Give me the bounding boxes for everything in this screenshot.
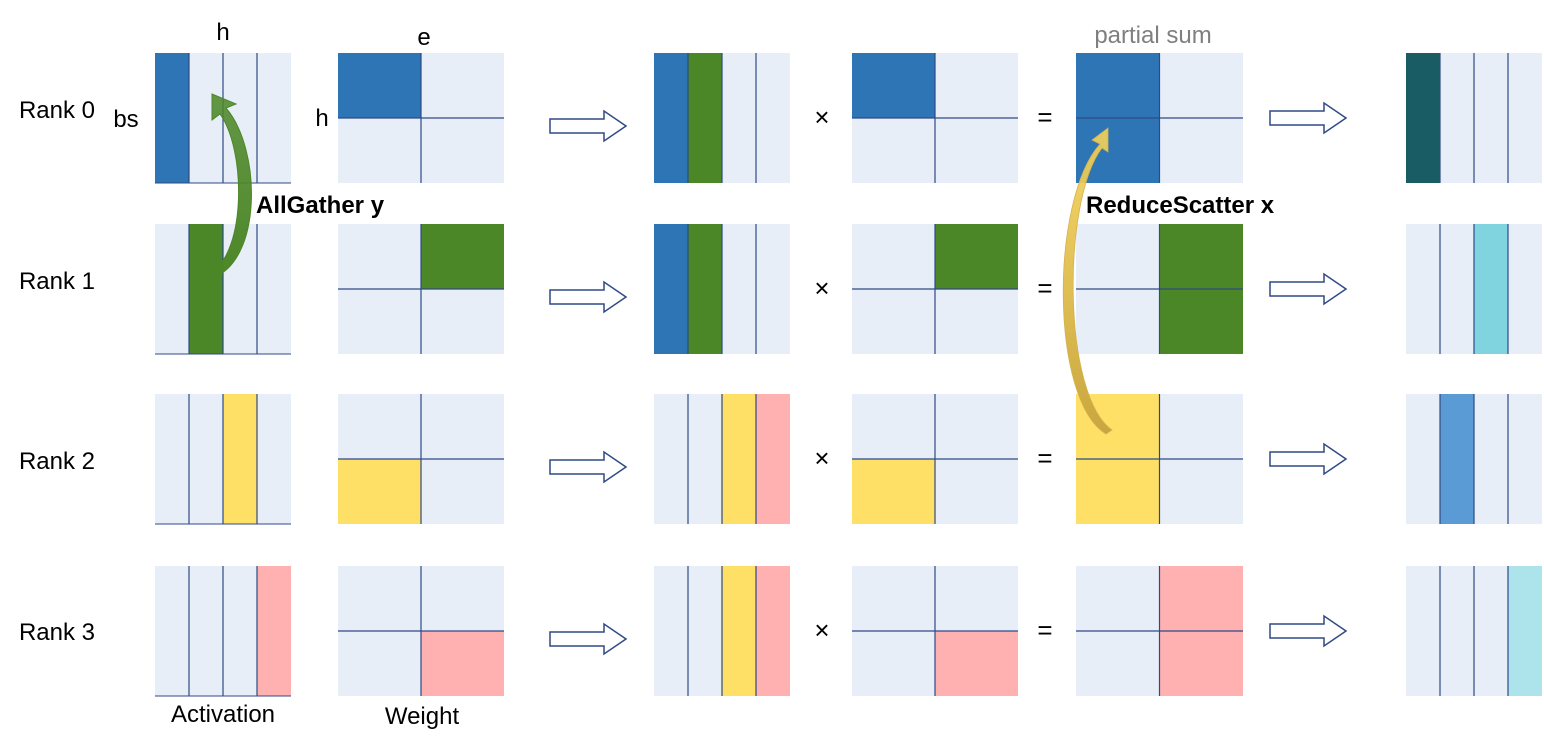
activation-matrix-strip-3 [257, 566, 291, 696]
rank-row-0: Rank 0 × = [19, 53, 1542, 184]
label-e-top: e [417, 24, 430, 51]
block-arrow-2 [1269, 101, 1348, 135]
output-matrix-strip-2 [1474, 224, 1508, 354]
weight-product-matrix-quad-3 [935, 631, 1018, 696]
output-matrix-strip-0 [1406, 53, 1440, 183]
equals-sign: = [1037, 102, 1052, 132]
block-arrow-1 [549, 280, 628, 314]
output-matrix-strip-3 [1508, 566, 1542, 696]
gathered-activation-strip-2 [722, 394, 756, 524]
allgather-arrow [211, 93, 252, 279]
partial-sum-matrix-quad-1 [1159, 566, 1243, 631]
ranks-layer: Rank 0 × = Rank 1 × = Rank 2 × = Rank 3 × = [19, 53, 1542, 697]
rank-row-3: Rank 3 × = [19, 566, 1542, 697]
equals-sign: = [1037, 443, 1052, 473]
weight-matrix-quad-0 [338, 53, 421, 118]
rank-label: Rank 2 [19, 448, 95, 475]
label-h-left: h [315, 105, 328, 132]
partial-sum-matrix-quad-3 [1159, 289, 1243, 354]
gathered-activation-strip-0 [654, 53, 688, 183]
weight-matrix-quad-3 [421, 631, 504, 696]
times-sign: × [814, 102, 829, 132]
gathered-activation-strip-3 [756, 394, 790, 524]
rank-label: Rank 0 [19, 97, 95, 124]
label-bs: bs [113, 106, 138, 133]
weight-matrix-quad-2 [338, 459, 421, 524]
gathered-activation-strip-1 [688, 224, 722, 354]
label-h-top: h [216, 19, 229, 46]
gathered-activation-strip-3 [756, 566, 790, 696]
rank-row-2: Rank 2 × = [19, 394, 1542, 525]
activation-matrix-strip-1 [189, 224, 223, 354]
weight-product-matrix-quad-0 [852, 53, 935, 118]
times-sign: × [814, 443, 829, 473]
partial-sum-matrix-quad-1 [1159, 224, 1243, 289]
rank-row-1: Rank 1 × = [19, 224, 1542, 355]
equals-sign: = [1037, 273, 1052, 303]
reducescatter-arrow [1062, 127, 1113, 435]
label-activation: Activation [171, 701, 275, 728]
times-sign: × [814, 615, 829, 645]
weight-product-matrix-quad-2 [852, 459, 935, 524]
activation-matrix-strip-2 [223, 394, 257, 524]
output-matrix-strip-1 [1440, 394, 1474, 524]
equals-sign: = [1037, 615, 1052, 645]
block-arrow-1 [549, 450, 628, 484]
block-arrow-1 [549, 622, 628, 656]
label-reducescatter: ReduceScatter x [1086, 192, 1275, 219]
partial-sum-matrix-quad-0 [1076, 53, 1160, 118]
partial-sum-matrix-quad-2 [1076, 459, 1160, 524]
rank-label: Rank 1 [19, 268, 95, 295]
block-arrow-2 [1269, 272, 1348, 306]
communication-arrows [211, 93, 1113, 435]
block-arrow-1 [549, 109, 628, 143]
label-partial-sum: partial sum [1094, 22, 1211, 49]
block-arrow-2 [1269, 614, 1348, 648]
block-arrow-2 [1269, 442, 1348, 476]
gathered-activation-strip-0 [654, 224, 688, 354]
times-sign: × [814, 273, 829, 303]
gathered-activation-strip-1 [688, 53, 722, 183]
gathered-activation-strip-2 [722, 566, 756, 696]
label-weight: Weight [385, 703, 460, 730]
rank-label: Rank 3 [19, 619, 95, 646]
partial-sum-matrix-quad-3 [1159, 631, 1243, 696]
partial-sum-matrix-quad-2 [1076, 118, 1160, 183]
label-allgather: AllGather y [256, 192, 385, 219]
weight-matrix-quad-1 [421, 224, 504, 289]
activation-matrix-strip-0 [155, 53, 189, 183]
weight-product-matrix-quad-1 [935, 224, 1018, 289]
